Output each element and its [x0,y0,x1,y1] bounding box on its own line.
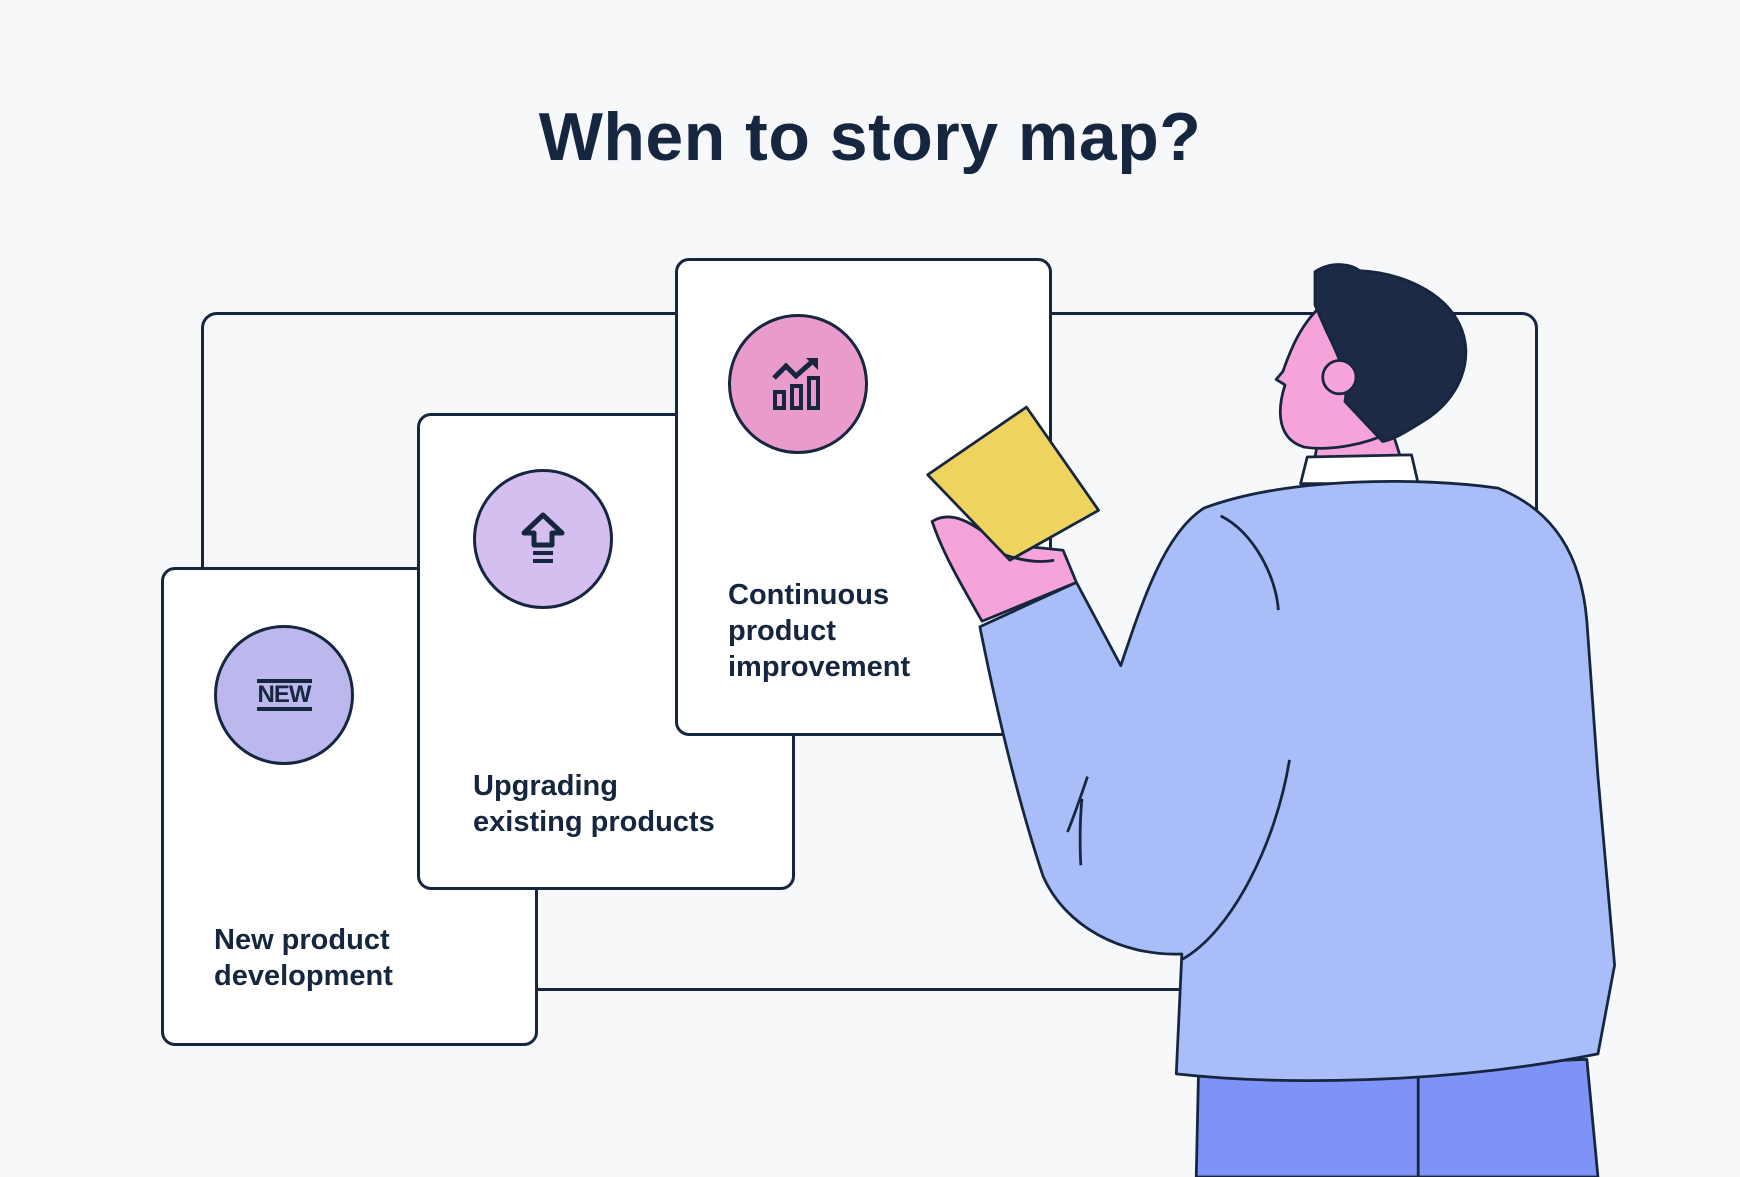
label-line: improvement [728,651,911,683]
label-line: existing products [473,806,715,838]
label-line: development [214,960,393,992]
new-icon-circle: NEW [214,625,354,765]
pants [1194,1058,1600,1177]
card-label: New product development [214,922,514,994]
growth-icon-circle [728,314,868,454]
upgrade-icon-circle [473,469,613,609]
card-label: Continuous product improvement [728,577,1028,685]
new-badge-icon: NEW [256,679,312,711]
label-line: New product [214,924,390,956]
label-line: Continuous [728,579,890,611]
label-line: product [728,615,836,647]
label-line: Upgrading [473,770,618,802]
page-title: When to story map? [538,99,1202,175]
card-continuous-improvement: Continuous product improvement [675,258,1052,736]
growth-chart-icon [772,358,820,410]
upgrade-arrow-icon [521,512,565,563]
card-label: Upgrading existing products [473,768,793,840]
